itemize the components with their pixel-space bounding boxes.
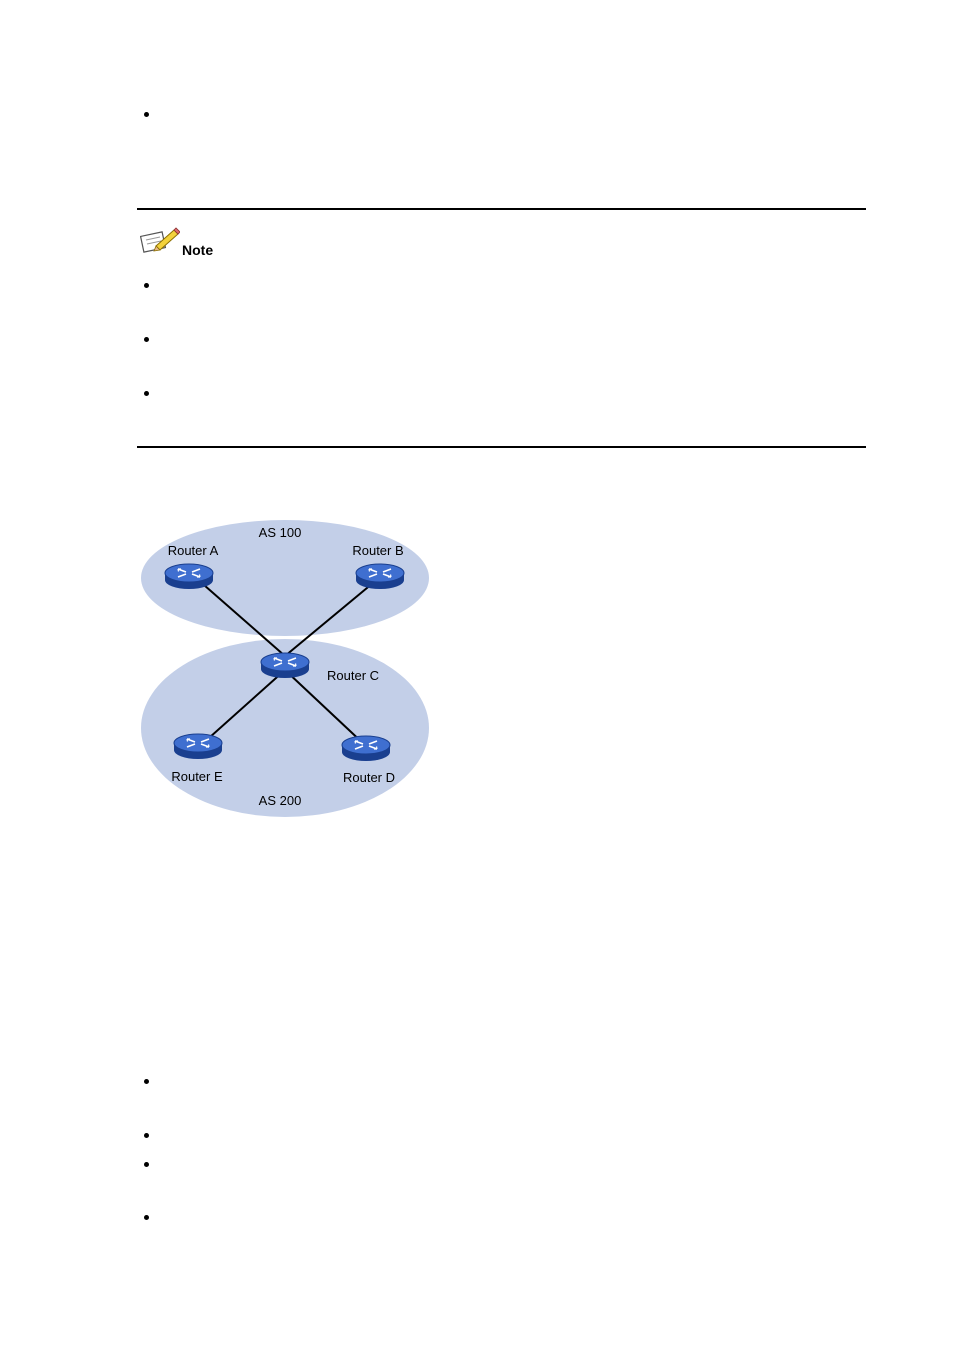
list-bullet [144,112,149,117]
router-icon [341,735,391,762]
link-line [195,577,286,657]
note-bullet [144,391,149,396]
router-label: Router D [343,770,395,785]
as-label: AS 200 [259,793,302,808]
note-pencil-icon [139,226,181,254]
list-bullet [144,1079,149,1084]
list-bullet [144,1215,149,1220]
list-bullet [144,1133,149,1138]
router-label: Router A [168,543,219,558]
as-region [141,520,429,636]
router-icon [260,652,310,679]
note-bullet [144,337,149,342]
link-line [199,669,286,747]
link-line [284,669,367,747]
network-diagram: AS 100 AS 200 Router A Router B Router C… [130,510,450,830]
router-icon [355,563,405,590]
link-line [284,577,380,657]
as-label: AS 100 [259,525,302,540]
router-label: Router C [327,668,379,683]
note-top-rule [137,208,866,210]
router-icon [173,733,223,760]
note-bottom-rule [137,446,866,448]
note-label: Note [182,242,214,258]
router-icon [164,563,214,590]
as-region [141,639,429,817]
list-bullet [144,1162,149,1167]
router-label: Router B [352,543,403,558]
note-bullet [144,283,149,288]
router-label: Router E [171,769,223,784]
